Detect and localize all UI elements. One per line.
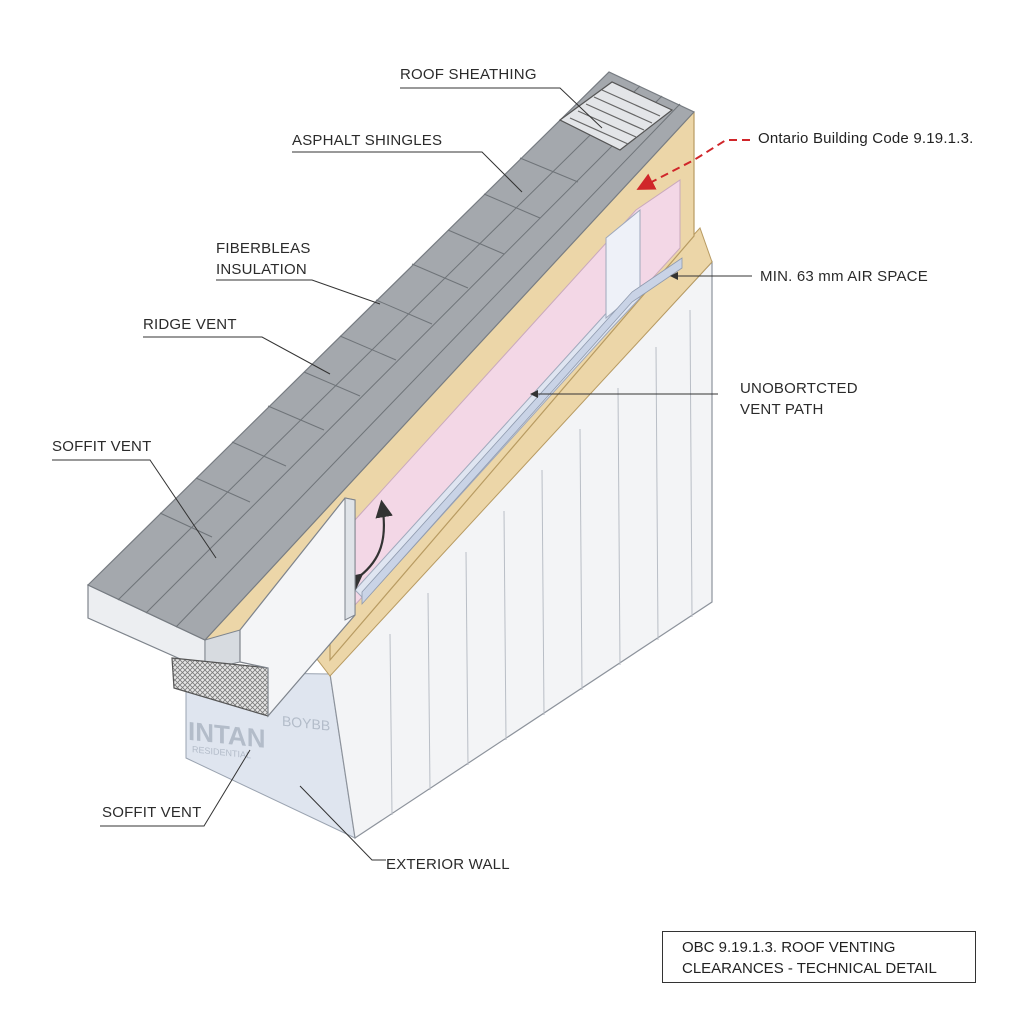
- label-fiberglass-line1: FIBERBLEAS: [216, 240, 311, 257]
- label-vent-path: UNOBORTCTED VENT PATH: [740, 378, 858, 420]
- leader-ridge-vent: [143, 336, 331, 375]
- label-roof-sheathing: ROOF SHEATHING: [400, 64, 537, 85]
- label-air-space: MIN. 63 mm AIR SPACE: [760, 266, 928, 287]
- shingle-tab-lines: [159, 157, 579, 538]
- label-exterior-wall-text: EXTERIOR WALL: [386, 856, 510, 873]
- ridge-vent-louvre: [558, 81, 674, 151]
- label-roof-sheathing-text: ROOF SHEATHING: [400, 66, 537, 83]
- label-ridge-vent: RIDGE VENT: [143, 314, 237, 335]
- label-asphalt-shingles: ASPHALT SHINGLES: [292, 130, 442, 151]
- leader-soffit-vent-upper: [52, 459, 217, 559]
- label-soffit-vent-lower-text: SOFFIT VENT: [102, 804, 202, 821]
- title-block: OBC 9.19.1.3. ROOF VENTING CLEARANCES - …: [662, 931, 976, 983]
- leader-lines: [52, 87, 752, 861]
- wall-marking-side: BOYBB: [282, 713, 330, 734]
- label-soffit-vent-lower: SOFFIT VENT: [102, 802, 201, 823]
- label-code-reference-text: Ontario Building Code 9.19.1.3.: [758, 130, 974, 147]
- label-vent-path-line2: VENT PATH: [740, 401, 824, 418]
- label-code-reference: Ontario Building Code 9.19.1.3.: [758, 128, 974, 149]
- wall-siding-lines: [389, 309, 693, 816]
- soffit-baffle-edge: [344, 497, 356, 621]
- leader-soffit-vent-lower: [100, 749, 251, 827]
- leader-exterior-wall: [299, 785, 386, 861]
- label-fiberglass-line2: INSULATION: [216, 261, 307, 278]
- leader-asphalt-shingles: [292, 151, 523, 193]
- ridge-vent-slats: [569, 89, 661, 145]
- label-exterior-wall: EXTERIOR WALL: [386, 854, 510, 875]
- airflow-arrow: [344, 499, 393, 592]
- label-vent-path-line1: UNOBORTCTED: [740, 380, 858, 397]
- label-air-space-text: MIN. 63 mm AIR SPACE: [760, 268, 928, 285]
- label-soffit-vent-upper-text: SOFFIT VENT: [52, 438, 152, 455]
- title-block-line1: OBC 9.19.1.3. ROOF VENTING: [682, 939, 896, 956]
- label-soffit-vent-upper: SOFFIT VENT: [52, 436, 151, 457]
- label-asphalt-shingles-text: ASPHALT SHINGLES: [292, 132, 443, 149]
- leader-fiberglass-insulation: [216, 279, 381, 305]
- leader-code-reference: [636, 139, 750, 190]
- title-block-line2: CLEARANCES - TECHNICAL DETAIL: [682, 960, 937, 977]
- label-ridge-vent-text: RIDGE VENT: [143, 316, 237, 333]
- label-fiberglass-insulation: FIBERBLEAS INSULATION: [216, 238, 311, 280]
- asphalt-shingle-surface: [86, 71, 695, 641]
- leader-roof-sheathing: [400, 87, 603, 129]
- vent-path-sheet: [361, 257, 683, 606]
